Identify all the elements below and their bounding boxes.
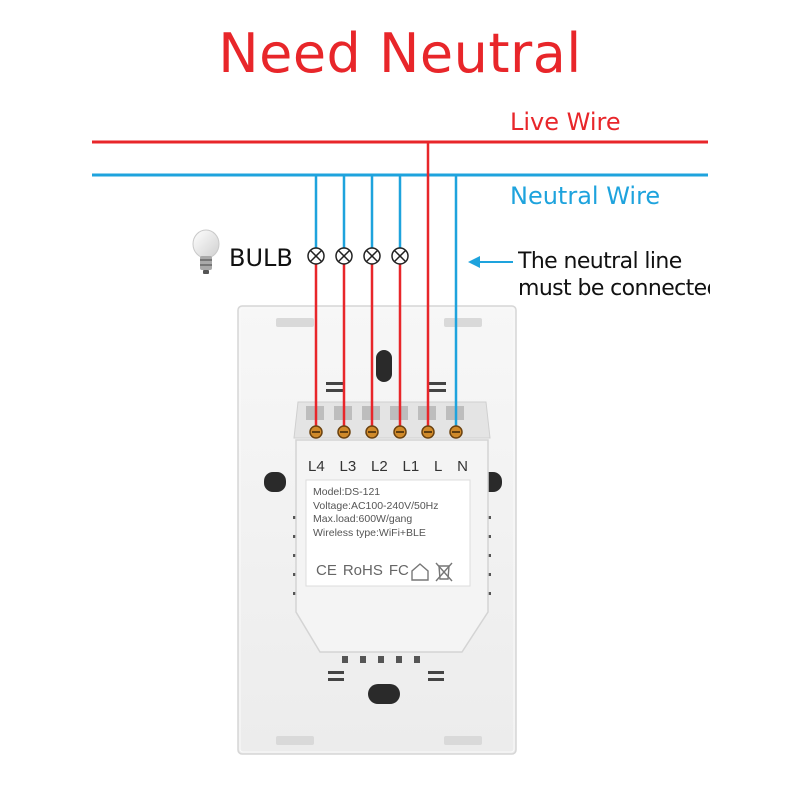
terminal-label-l2: L2: [371, 458, 388, 475]
lamp-symbol-4: [391, 247, 409, 265]
spec-max-load: Max.load:600W/gang: [313, 513, 413, 525]
lamp-symbol-3: [363, 247, 381, 265]
spec-voltage: Voltage:AC100-240V/50Hz: [313, 499, 439, 512]
certification-marks: CE RoHS FC: [316, 562, 409, 579]
terminal-label-l3: L3: [339, 458, 357, 475]
terminal-label-l: L: [434, 458, 443, 475]
neutral-wire-label: Neutral Wire: [510, 182, 661, 210]
rohs-mark: RoHS: [342, 562, 383, 579]
page-title: Need Neutral: [218, 22, 582, 85]
neutral-note: The neutral line must be connected: [518, 248, 710, 302]
light-bulb-icon: [192, 229, 220, 274]
wires-layer: [92, 140, 708, 430]
lamp-symbol-1: [307, 247, 325, 265]
spec-model: Model:DS-121: [313, 486, 381, 498]
neutral-arrow: [468, 256, 513, 268]
terminal-label-l4: L4: [308, 458, 325, 475]
terminal-labels: L4 L3 L2 L1 L N: [308, 458, 468, 478]
spec-wireless: Wireless type:WiFi+BLE: [313, 526, 426, 539]
fc-mark: FC: [388, 562, 409, 579]
bulb-symbols: [307, 247, 409, 265]
house-icon: [411, 563, 429, 581]
live-wire-label: Live Wire: [510, 108, 621, 136]
bulb-label: BULB: [229, 244, 293, 272]
lamp-symbol-2: [335, 247, 353, 265]
terminal-label-n: N: [457, 458, 468, 475]
terminal-label-l1: L1: [402, 458, 420, 475]
spec-label: Model:DS-121 Voltage:AC100-240V/50Hz Max…: [313, 486, 439, 540]
weee-bin-icon: [435, 562, 453, 582]
ce-mark: CE: [316, 562, 337, 579]
neutral-note-line1: The neutral line: [518, 249, 682, 274]
neutral-note-line2: must be connected: [518, 276, 710, 301]
terminal-screws: [309, 425, 463, 439]
